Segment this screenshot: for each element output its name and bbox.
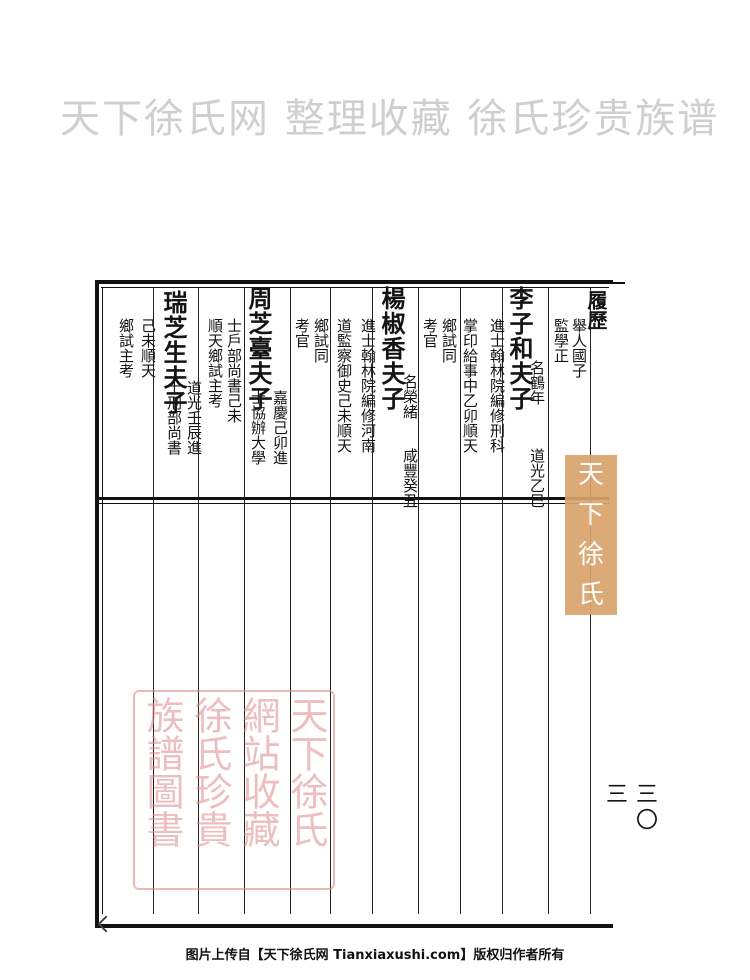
col-li-detail-1: 名鶴年 xyxy=(528,360,546,405)
col-yang-career-1: 進士翰林院編修河南 xyxy=(359,318,377,453)
col-yang-career-2: 道監察御史己未順天 xyxy=(335,318,353,453)
column-rule xyxy=(290,287,291,914)
column-rule xyxy=(460,287,461,914)
column-rule xyxy=(198,287,199,914)
col-li-name: 李子和夫子 xyxy=(505,286,534,411)
col-rui-career-1: 己未順天 xyxy=(139,318,157,378)
col-rui-detail-1: 道光壬辰進 xyxy=(185,380,203,455)
footer-credit: 图片上传自【天下徐氏网 Tianxiaxushi.com】版权归作者所有 xyxy=(185,948,565,963)
col-rui-career-2: 鄉試主考 xyxy=(117,318,135,378)
row-divider xyxy=(99,497,609,500)
col-yang-detail-1: 名榮緒 xyxy=(401,374,419,419)
col-li-career-2: 掌印給事中乙卯順天 xyxy=(461,318,479,453)
col-zhou-career-1: 士戶部尚書己未 xyxy=(225,318,243,423)
col-li-career-3: 鄉試同 xyxy=(440,318,458,363)
col-header: 履歷 xyxy=(584,290,608,330)
page-number: 三〇 xyxy=(632,782,657,834)
red-seal-stamp: 天下徐氏 網站收藏 徐氏珍貴 族譜圖書 xyxy=(133,690,335,890)
seal-line: 徐氏珍貴 xyxy=(188,696,232,848)
col-note-1: 舉人國子 xyxy=(570,318,588,378)
col-li-career-4: 考官 xyxy=(421,318,439,348)
seal-line: 族譜圖書 xyxy=(140,696,184,848)
col-rui-detail-2: 士刑部尚書 xyxy=(165,380,183,455)
col-note-2: 監學正 xyxy=(552,318,570,363)
col-li-career-1: 進士翰林院編修刑科 xyxy=(488,318,506,453)
tag-char: 下 xyxy=(577,500,604,530)
col-zhou-name: 周芝臺夫子 xyxy=(244,286,273,411)
frame-top-extension xyxy=(609,282,625,284)
col-rui-name: 瑞芝生夫子 xyxy=(159,290,188,415)
seal-line: 網站收藏 xyxy=(236,696,280,848)
row-divider-thin xyxy=(99,503,609,504)
column-rule xyxy=(153,287,154,914)
col-yang-detail-2: 咸豐癸丑 xyxy=(401,448,419,508)
table-frame xyxy=(95,280,613,928)
column-rule xyxy=(418,287,419,914)
seal-line: 天下徐氏 xyxy=(284,696,328,848)
col-yang-career-4: 考官 xyxy=(293,318,311,348)
tag-char: 天 xyxy=(577,460,604,490)
tag-char: 徐 xyxy=(577,540,604,570)
page-number-short: 三 xyxy=(602,782,627,808)
watermark-tag: 天 下 徐 氏 xyxy=(565,455,617,615)
tag-char: 氏 xyxy=(577,580,604,610)
frame-inner-top-rule xyxy=(101,287,609,288)
col-zhou-detail-2: 士協辦大學 xyxy=(249,390,267,465)
frame-inner-left-rule xyxy=(102,287,103,914)
column-rule xyxy=(502,287,503,914)
column-rule xyxy=(244,287,245,914)
col-zhou-detail-1: 嘉慶己卯進 xyxy=(271,390,289,465)
col-li-detail-2: 道光乙巳 xyxy=(528,448,546,508)
column-rule xyxy=(548,287,549,914)
column-rule xyxy=(330,287,331,914)
col-yang-career-3: 鄉試同 xyxy=(312,318,330,363)
col-yang-name: 楊椒香夫子 xyxy=(377,286,406,411)
column-rule xyxy=(372,287,373,914)
watermark-banner: 天下徐氏网 整理收藏 徐氏珍贵族谱 xyxy=(60,96,720,142)
col-zhou-career-2: 順天鄉試主考 xyxy=(206,318,224,408)
